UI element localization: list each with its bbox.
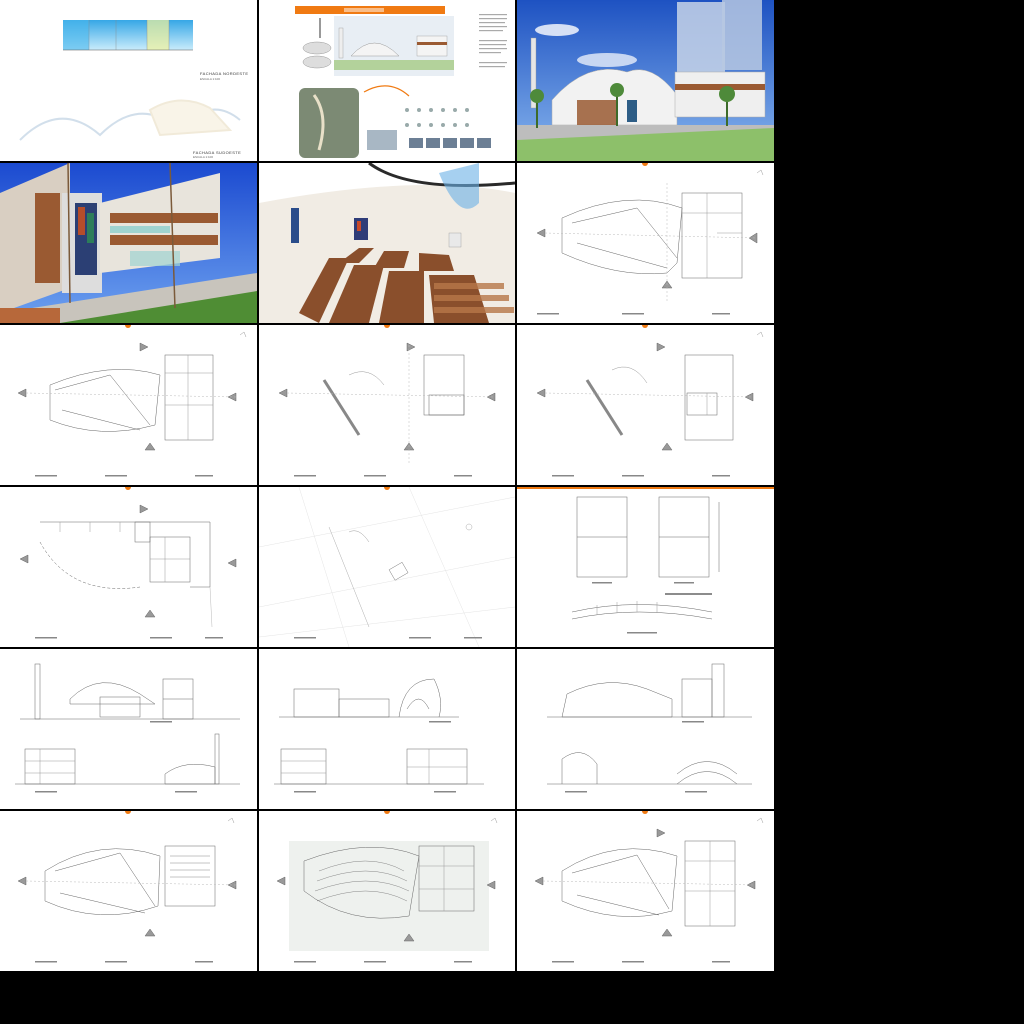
tile-details-sheet[interactable] bbox=[517, 487, 774, 647]
plan-drawing bbox=[534, 811, 764, 963]
plan-drawing bbox=[278, 325, 496, 477]
facade-nordeste-caption: FACHADA NORDESTE bbox=[200, 71, 248, 76]
render-exterior-drawing bbox=[517, 0, 774, 161]
facade-sheet-drawing: FACHADA NORDESTE ESCALA 1:100 FACHADA SU… bbox=[19, 20, 248, 159]
elevations-drawing bbox=[547, 663, 752, 793]
tile-render-exterior-street[interactable] bbox=[517, 0, 774, 161]
tile-render-interior-nave[interactable] bbox=[259, 163, 515, 323]
tile-render-courtyard[interactable] bbox=[0, 163, 257, 323]
elevations-drawing bbox=[274, 678, 484, 793]
plan-drawing bbox=[17, 325, 247, 477]
details-drawing bbox=[517, 487, 774, 634]
render-interior-drawing bbox=[259, 163, 515, 323]
tile-plan-layout-seating[interactable] bbox=[259, 811, 515, 971]
tile-elevations-c[interactable] bbox=[517, 649, 774, 809]
svg-text:ESCALA 1:100: ESCALA 1:100 bbox=[200, 77, 220, 81]
svg-text:ESCALA 1:100: ESCALA 1:100 bbox=[193, 155, 213, 159]
plan-drawing bbox=[17, 811, 237, 963]
tile-plan-roof[interactable] bbox=[0, 487, 257, 647]
plan-drawing bbox=[536, 163, 764, 315]
plan-drawing bbox=[276, 811, 498, 963]
tile-plan-second-floor[interactable] bbox=[0, 325, 257, 485]
tile-plan-ground-floor[interactable] bbox=[517, 163, 774, 323]
presentation-board-drawing bbox=[295, 6, 507, 158]
sheet-thumbnail-grid: FACHADA NORDESTE ESCALA 1:100 FACHADA SU… bbox=[0, 0, 774, 971]
tile-site-situation[interactable] bbox=[259, 487, 515, 647]
render-courtyard-drawing bbox=[0, 163, 257, 323]
tile-facades-nordeste-sudoeste[interactable]: FACHADA NORDESTE ESCALA 1:100 FACHADA SU… bbox=[0, 0, 257, 161]
tile-elevations-b[interactable] bbox=[259, 649, 515, 809]
plan-drawing bbox=[19, 487, 237, 639]
tile-presentation-board[interactable] bbox=[259, 0, 515, 161]
facade-sudoeste-caption: FACHADA SUDOESTE bbox=[193, 150, 241, 155]
site-drawing bbox=[259, 487, 515, 647]
tile-elevations-a[interactable] bbox=[0, 649, 257, 809]
tile-plan-layout-furniture[interactable] bbox=[0, 811, 257, 971]
plan-drawing bbox=[536, 325, 764, 477]
elevations-drawing bbox=[15, 663, 240, 793]
tile-plan-upper-level[interactable] bbox=[517, 325, 774, 485]
tile-plan-layout-upper[interactable] bbox=[517, 811, 774, 971]
tile-plan-mezzanine[interactable] bbox=[259, 325, 515, 485]
